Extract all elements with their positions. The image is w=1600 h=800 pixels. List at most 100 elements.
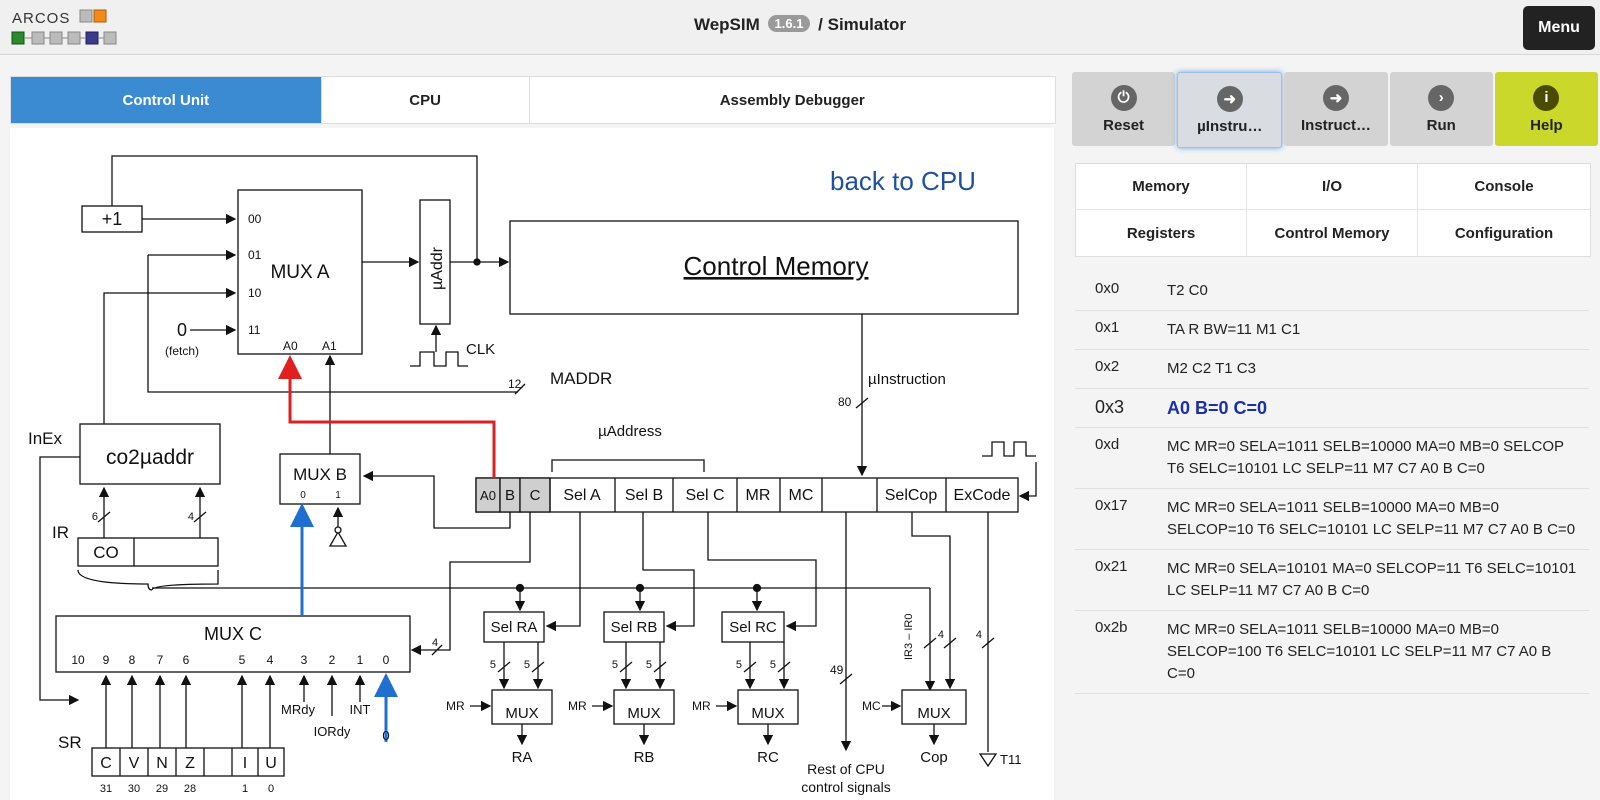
plus-one-label: +1 bbox=[102, 209, 123, 229]
run-button[interactable]: › Run bbox=[1389, 72, 1493, 146]
mux-c-in-6: 6 bbox=[183, 653, 190, 667]
power-icon: ⏻ bbox=[1110, 84, 1137, 111]
cm-address: 0x17 bbox=[1095, 497, 1128, 514]
mux-b-label: MUX B bbox=[293, 465, 347, 484]
panel-configuration-button[interactable]: Configuration bbox=[1454, 224, 1554, 242]
t11-label: T11 bbox=[1000, 752, 1021, 767]
cm-value: A0 B=0 C=0 bbox=[1167, 398, 1268, 418]
field-c: C bbox=[530, 487, 541, 504]
field-excode: ExCode bbox=[954, 487, 1011, 504]
mux-c-in-7: 7 bbox=[157, 653, 164, 667]
sr-bit-n: N bbox=[156, 755, 168, 772]
excode-width: 4 bbox=[976, 629, 982, 641]
rb-width-b: 5 bbox=[646, 659, 652, 671]
field-sel-a: Sel A bbox=[563, 487, 601, 504]
mux-c-in-8: 8 bbox=[129, 653, 136, 667]
run-label: Run bbox=[1426, 116, 1456, 134]
cm-value: TA R BW=11 M1 C1 bbox=[1167, 321, 1301, 338]
mux-a-in-10: 10 bbox=[248, 286, 262, 300]
sr-bit-u: U bbox=[265, 755, 277, 772]
field-a0: A0 bbox=[480, 488, 496, 503]
mux-a-in-01: 01 bbox=[248, 248, 262, 262]
list-item[interactable]: 0x0 T2 C0 bbox=[1075, 272, 1589, 311]
list-item[interactable]: 0x2 M2 C2 T1 C3 bbox=[1075, 350, 1589, 389]
list-item[interactable]: 0x21 MC MR=0 SELA=10101 MA=0 SELCOP=11 T… bbox=[1075, 550, 1589, 611]
list-item[interactable]: 0x1 TA R BW=11 M1 C1 bbox=[1075, 311, 1589, 350]
inex-label: InEx bbox=[28, 429, 63, 448]
mr-ra-label: MR bbox=[446, 699, 465, 713]
field-sel-b: Sel B bbox=[625, 487, 663, 504]
back-to-cpu-link[interactable]: back to CPU bbox=[830, 166, 976, 196]
cm-value: MC MR=0 SELA=1011 SELB=10000 MA=0 MB=0 S… bbox=[1167, 621, 1552, 682]
panel-console-button[interactable]: Console bbox=[1418, 164, 1590, 210]
reset-button[interactable]: ⏻ Reset bbox=[1072, 72, 1176, 146]
cm-address: 0x2b bbox=[1095, 619, 1128, 636]
arcos-logo[interactable]: ARCOS bbox=[10, 8, 122, 48]
ra-output: RA bbox=[512, 749, 533, 766]
mux-b-in-1: 1 bbox=[335, 490, 341, 501]
menu-button[interactable]: Menu bbox=[1523, 6, 1595, 50]
tab-cpu[interactable]: CPU bbox=[322, 77, 530, 123]
mux-rb-label: MUX bbox=[627, 705, 660, 722]
cm-value: MC MR=0 SELA=1011 SELB=10000 MA=0 MB=0 S… bbox=[1167, 438, 1564, 477]
sr-bit-c: C bbox=[100, 755, 112, 772]
uinstruction-label: µInstruction bbox=[868, 371, 946, 388]
list-item[interactable]: 0xd MC MR=0 SELA=1011 SELB=10000 MA=0 MB… bbox=[1075, 428, 1589, 489]
panel-registers-button[interactable]: Registers bbox=[1076, 210, 1247, 256]
tab-assembly-debugger[interactable]: Assembly Debugger bbox=[719, 91, 865, 109]
mux-cop-label: MUX bbox=[917, 705, 950, 722]
mux-c-label: MUX C bbox=[204, 624, 262, 644]
list-item[interactable]: 0x17 MC MR=0 SELA=1011 SELB=10000 MA=0 M… bbox=[1075, 489, 1589, 550]
sel-rb-label: Sel RB bbox=[611, 619, 658, 636]
cm-address: 0xd bbox=[1095, 436, 1120, 453]
mux-c-in-0: 0 bbox=[383, 653, 390, 667]
panel-memory-button[interactable]: Memory bbox=[1076, 164, 1247, 210]
rb-width-a: 5 bbox=[612, 659, 618, 671]
help-button[interactable]: i Help bbox=[1494, 72, 1599, 146]
cm-address: 0x2 bbox=[1095, 358, 1120, 375]
ir3-ir0-label: IR3 – IR0 bbox=[903, 614, 915, 660]
fetch-label: (fetch) bbox=[165, 344, 199, 358]
ir-label: IR bbox=[52, 523, 69, 542]
panel-io-button[interactable]: I/O bbox=[1247, 164, 1418, 210]
ra-width-a: 5 bbox=[490, 659, 496, 671]
control-memory-label: Control Memory bbox=[684, 251, 869, 281]
selcop-width: 4 bbox=[938, 629, 944, 641]
mc-cop-label: MC bbox=[862, 699, 881, 713]
field-selcop: SelCop bbox=[885, 487, 938, 504]
sr-bit-z: Z bbox=[185, 755, 195, 772]
microinstruction-step-button[interactable]: ➜ µInstru… bbox=[1177, 72, 1283, 148]
instruction-step-button[interactable]: ➜ Instruct… bbox=[1284, 72, 1388, 146]
control-memory-list: 0x0 T2 C0 0x1 TA R BW=11 M1 C1 0x2 M2 C2… bbox=[1075, 272, 1589, 694]
mux-a-sel-a0: A0 bbox=[283, 339, 298, 353]
sel-rc-label: Sel RC bbox=[729, 619, 777, 636]
sr-num-1: 1 bbox=[242, 783, 248, 795]
ra-width-b: 5 bbox=[524, 659, 530, 671]
chevron-right-icon: › bbox=[1428, 84, 1455, 111]
co2uaddr-label: co2µaddr bbox=[106, 446, 194, 469]
version-badge: 1.6.1 bbox=[767, 15, 811, 32]
arrow-right-icon: ➜ bbox=[1216, 85, 1243, 112]
list-item-current[interactable]: 0x3 A0 B=0 C=0 bbox=[1075, 389, 1589, 428]
list-item[interactable]: 0x2b MC MR=0 SELA=1011 SELB=10000 MA=0 M… bbox=[1075, 611, 1589, 694]
sr-label: SR bbox=[58, 733, 82, 752]
cm-value: M2 C2 T1 C3 bbox=[1167, 360, 1256, 377]
mux-a-label: MUX A bbox=[270, 262, 329, 283]
panel-control-memory-button[interactable]: Control Memory bbox=[1247, 210, 1418, 256]
maddr-width-label: 12 bbox=[508, 377, 522, 391]
sr-num-31: 31 bbox=[100, 783, 112, 795]
mux-c-width: 4 bbox=[432, 637, 438, 649]
instruction-label: Instruct… bbox=[1301, 116, 1372, 134]
rc-output: RC bbox=[757, 749, 779, 766]
uinstruction-width-label: 80 bbox=[838, 395, 852, 409]
mux-c-in-9: 9 bbox=[103, 653, 110, 667]
help-label: Help bbox=[1530, 116, 1563, 134]
sr-num-29: 29 bbox=[156, 783, 168, 795]
cop-output: Cop bbox=[920, 749, 948, 766]
sr-num-0: 0 bbox=[268, 783, 274, 795]
tab-control-unit[interactable]: Control Unit bbox=[11, 77, 322, 123]
mux-rc-label: MUX bbox=[751, 705, 784, 722]
uaddr-label: µAddr bbox=[429, 246, 446, 290]
cm-value: T2 C0 bbox=[1167, 282, 1208, 299]
logo-blocks-icon bbox=[11, 9, 117, 45]
